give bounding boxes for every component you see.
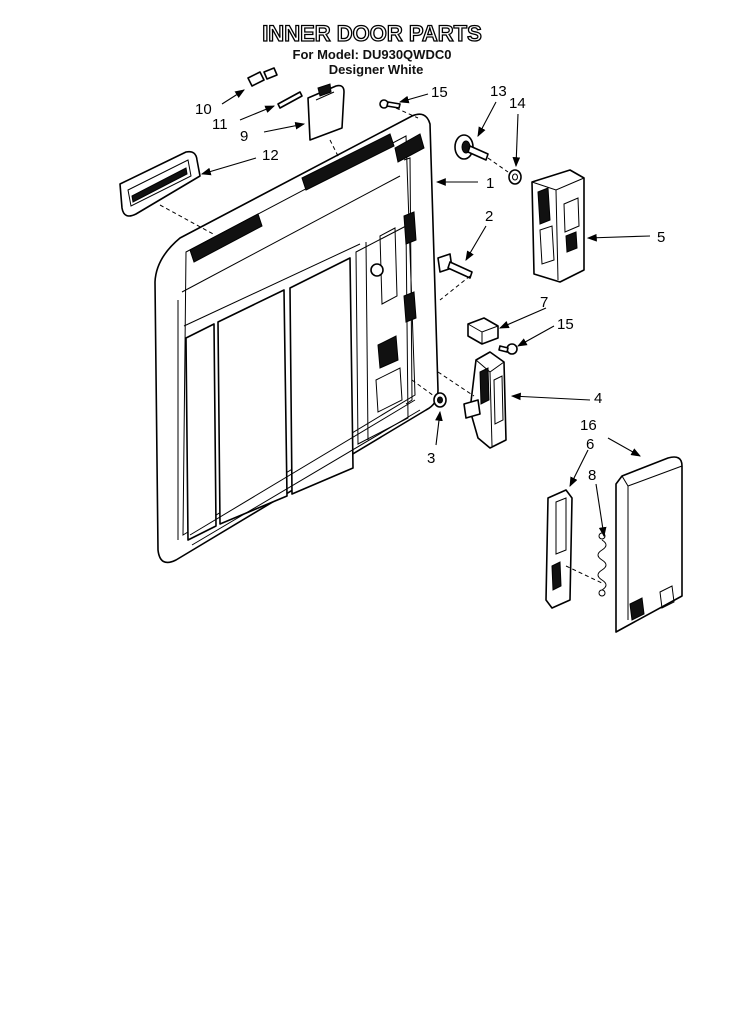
callout-13: 13 [490,83,507,100]
leader-15-lower [517,325,555,347]
part-6-slide [545,489,573,609]
callout-4: 4 [594,390,602,407]
dash-4 [437,371,475,397]
callout-11: 11 [212,116,228,133]
dash-6-8 [565,565,605,585]
callout-12: 12 [262,147,279,164]
callout-1: 1 [486,175,494,192]
leader-lines [200,89,651,538]
part-7-strike [467,317,499,345]
part-15-screw-top [379,99,401,109]
callout-16: 16 [580,417,597,434]
callout-15-lower: 15 [557,316,574,333]
dash-9 [329,139,341,161]
callout-2: 2 [485,208,493,225]
leader-4 [510,392,591,401]
diagram-title: INNER DOOR PARTS [262,21,482,46]
part-12-handle [119,150,201,217]
callout-8: 8 [588,467,596,484]
leader-8 [595,483,607,538]
part-3-grommet [433,392,447,408]
part-2-latch-pin [437,253,473,279]
part-14-nut [508,169,522,185]
leader-3 [435,410,443,446]
model-line: For Model: DU930QWDC0 [293,47,452,62]
dash-3 [411,379,435,397]
leader-9 [263,121,306,133]
part-16-cover [615,456,683,633]
color-line: Designer White [329,62,424,77]
callout-6: 6 [586,436,594,453]
leader-12 [200,157,257,176]
leader-2 [465,225,487,261]
leader-14 [512,113,521,168]
part-10-clip [247,67,278,87]
part-4-latch [463,351,507,449]
leader-7 [498,307,547,329]
dash-13-14 [487,157,509,173]
part-13-knob [454,134,489,161]
leader-16 [607,437,641,457]
leader-13 [477,101,497,137]
callout-7: 7 [540,294,548,311]
callout-9: 9 [240,128,248,145]
part-15-screw-lower [498,343,518,355]
part-9-cover [307,83,345,141]
part-11-pin [277,91,303,109]
inner-door-panel [154,113,439,564]
callout-labels: 1 2 3 4 5 6 7 8 9 10 11 12 13 14 15 15 1… [195,83,665,484]
dash-2 [439,275,471,301]
part-5-latch-housing [531,169,585,283]
leader-6 [569,449,589,487]
part-8-spring [597,532,607,597]
leader-5 [586,233,651,242]
callout-10: 10 [195,101,212,118]
dash-12 [159,204,216,236]
callout-15-top: 15 [431,84,448,101]
callout-14: 14 [509,95,526,112]
callout-5: 5 [657,229,665,246]
leader-11 [239,105,276,121]
leader-10 [221,89,245,105]
callout-3: 3 [427,450,435,467]
leader-15-top [398,93,429,104]
